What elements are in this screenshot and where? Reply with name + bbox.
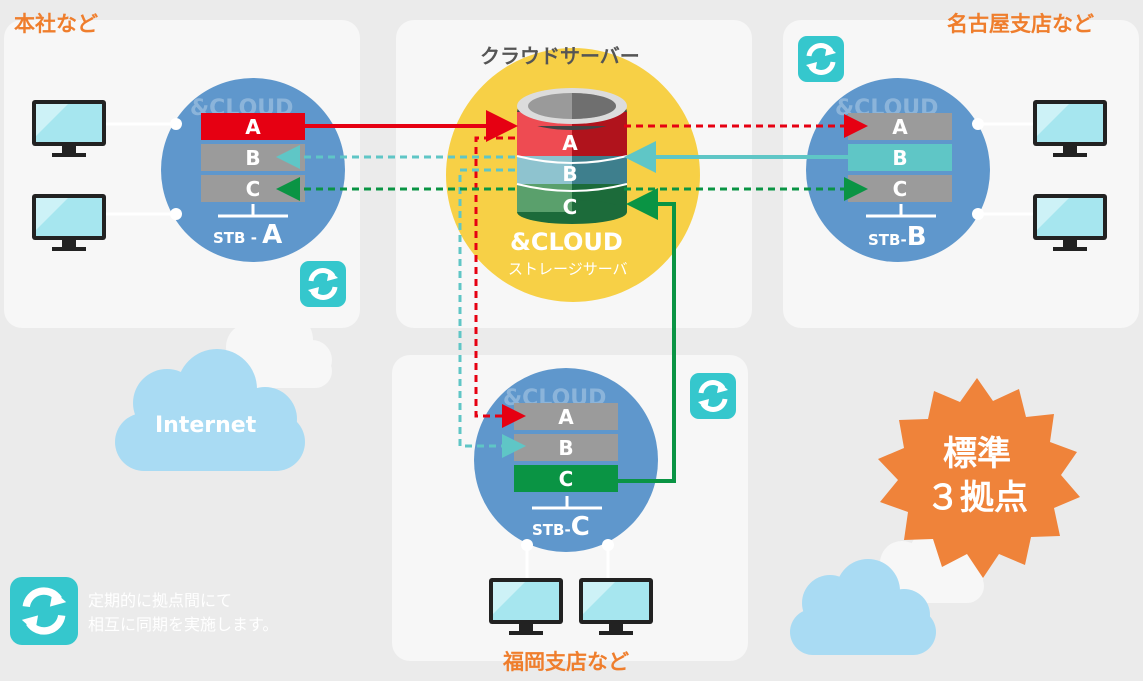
stb-c-letter: C xyxy=(570,512,590,542)
sync-icon xyxy=(690,373,736,419)
server-partition-b: B xyxy=(562,162,578,186)
stb-b-label: STB-B xyxy=(868,222,927,252)
legend-sync-icon xyxy=(10,577,78,645)
legend-line-2: 相互に同期を実施します。 xyxy=(88,615,279,634)
server-brand: &CLOUD xyxy=(510,228,623,256)
badge-line-1: 標準 xyxy=(943,434,1011,474)
badge-line-2: ３拠点 xyxy=(926,478,1028,518)
internet-cloud-icon xyxy=(115,349,305,471)
monitor-icon xyxy=(1033,100,1107,157)
monitor-icon xyxy=(32,100,106,157)
monitor-icon xyxy=(1033,194,1107,251)
server-subtitle: ストレージサーバ xyxy=(508,260,628,278)
database-icon xyxy=(516,88,628,224)
stb-b-letter: B xyxy=(906,222,927,252)
stb-a-prefix: STB - xyxy=(213,229,263,247)
blue-cloud-icon xyxy=(790,559,936,655)
stb-c-label: STB-C xyxy=(532,512,590,542)
monitor-icon xyxy=(32,194,106,251)
stb-a-slot-a: A xyxy=(201,113,305,140)
internet-label: Internet xyxy=(155,413,257,438)
stb-c-slot-c: C xyxy=(514,465,618,492)
stb-c-prefix: STB- xyxy=(532,521,571,539)
legend-text: 定期的に拠点間にて 相互に同期を実施します。 xyxy=(88,589,278,637)
stb-c-slot-b: B xyxy=(514,434,618,461)
server-partition-a: A xyxy=(562,131,578,155)
legend-line-1: 定期的に拠点間にて xyxy=(88,591,233,610)
site-label-honsha: 本社など xyxy=(14,12,98,36)
stb-a-label: STB - A xyxy=(213,220,282,250)
badge-text: 標準 ３拠点 xyxy=(900,432,1054,520)
server-title: クラウドサーバー xyxy=(480,44,640,68)
server-partition-c: C xyxy=(562,195,578,219)
stb-a-letter: A xyxy=(262,220,283,250)
monitor-icon xyxy=(579,578,653,635)
stb-b-slot-b: B xyxy=(848,144,952,171)
sync-icon xyxy=(300,261,346,307)
site-label-fukuoka: 福岡支店など xyxy=(503,650,629,674)
sync-icon xyxy=(798,36,844,82)
badge-starburst xyxy=(878,378,1080,578)
stb-b-prefix: STB- xyxy=(868,231,907,249)
site-label-nagoya: 名古屋支店など xyxy=(947,12,1094,36)
stb-c-slot-a: A xyxy=(514,403,618,430)
monitor-icon xyxy=(489,578,563,635)
